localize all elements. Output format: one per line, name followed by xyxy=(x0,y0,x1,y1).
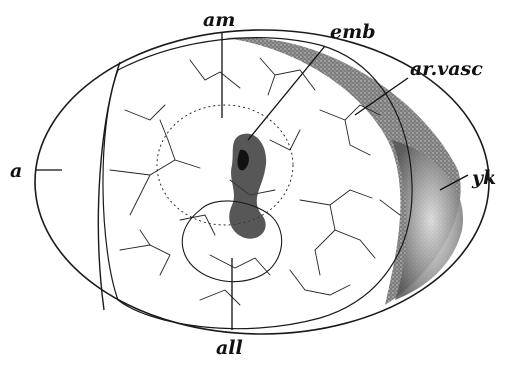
membrane-boundary xyxy=(98,62,120,310)
amnion xyxy=(157,105,293,225)
label-all: all xyxy=(216,337,243,359)
label-a: a xyxy=(10,160,22,182)
label-yk: yk xyxy=(471,167,496,189)
label-ar-vasc: ar.vasc xyxy=(410,58,483,80)
leader-emb xyxy=(248,46,325,140)
label-emb: emb xyxy=(330,21,375,43)
embryo xyxy=(229,134,266,239)
label-am: am xyxy=(203,9,235,31)
